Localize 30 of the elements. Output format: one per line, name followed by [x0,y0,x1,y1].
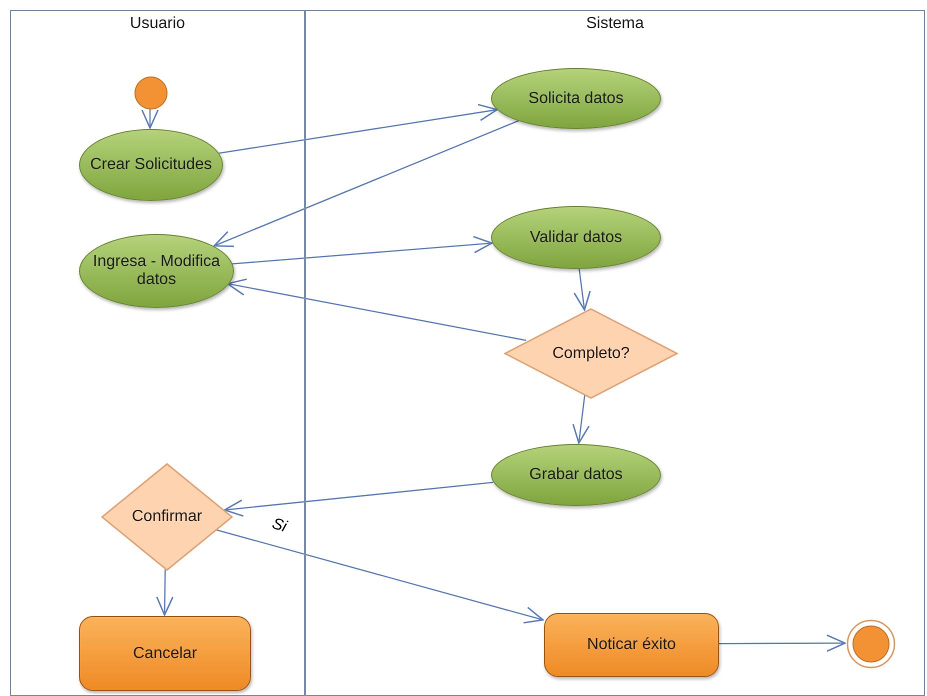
arrow [574,268,591,311]
arrow [141,109,159,129]
decision-diamond [101,463,233,571]
arrow [218,104,498,154]
action-box [79,616,251,691]
arrow [572,395,590,444]
node-label: Crear Solicitudes [90,156,212,174]
node-label: Cancelar [132,644,198,662]
node-label: Solicita datos [528,90,624,108]
swimlane [305,10,925,696]
node-label: Completo? [552,344,630,362]
decision-diamond [504,308,678,399]
node-label: Grabar datos [529,466,623,484]
swimlane [10,10,305,696]
arrow [213,120,520,248]
end-node [846,619,896,669]
node-label: Noticar éxito [587,636,676,654]
arrow [215,528,544,624]
lane-title: Sistema [586,15,644,33]
arrow [156,569,174,616]
node-label: Confirmar [132,508,202,526]
arrow [226,278,526,342]
start-node [134,76,168,110]
node-label: Validar datos [530,228,622,246]
arrow [224,482,494,517]
arrow [718,634,846,652]
action-box [544,613,719,677]
node-label: Ingresa - Modifica datos [92,253,222,289]
arrow [232,236,493,265]
lane-title: Usuario [130,15,186,33]
